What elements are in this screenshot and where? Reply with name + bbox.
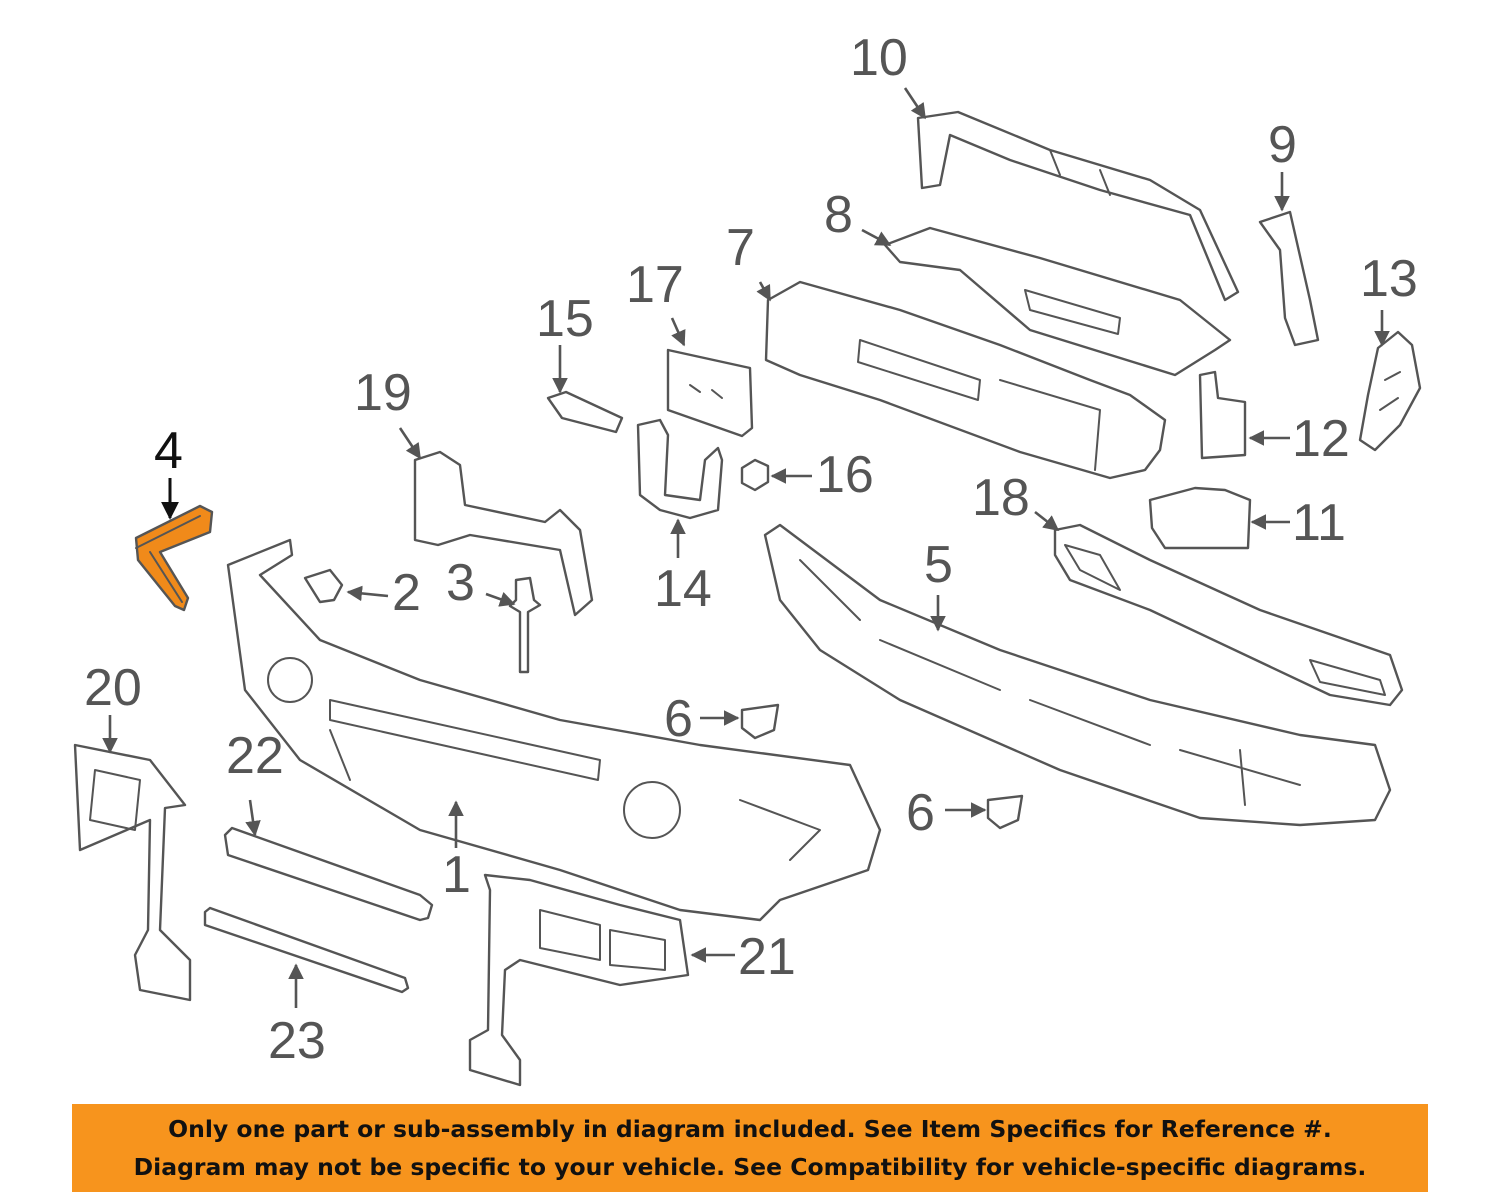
callout-21: 21	[738, 928, 796, 986]
part-9-strut	[1258, 210, 1320, 347]
part-22-strip	[223, 826, 434, 922]
part-23-strip	[203, 906, 410, 994]
callout-2: 2	[392, 564, 421, 622]
part-1-bumper-cover	[226, 538, 882, 922]
callout-7: 7	[726, 219, 755, 277]
callout-22: 22	[226, 727, 284, 785]
callout-13: 13	[1360, 250, 1418, 308]
callout-3: 3	[446, 554, 475, 612]
callout-23: 23	[268, 1012, 326, 1070]
callout-17: 17	[626, 256, 684, 314]
part-11-plate	[1148, 486, 1252, 550]
part-10-upper-bracket	[916, 110, 1240, 302]
callout-8: 8	[824, 186, 853, 244]
callout-10: 10	[850, 29, 908, 87]
callout-9: 9	[1268, 116, 1297, 174]
part-2-clip	[303, 568, 344, 604]
part-17-plate	[666, 348, 754, 438]
part-13-bracket	[1358, 330, 1422, 452]
disclaimer-banner: Only one part or sub-assembly in diagram…	[72, 1104, 1428, 1192]
part-4-highlighted-bracket	[134, 504, 214, 612]
callout-5: 5	[924, 536, 953, 594]
part-12-bracket	[1198, 370, 1247, 460]
part-21-bracket	[468, 873, 690, 1087]
part-7-impact-bar	[764, 280, 1167, 480]
callout-4: 4	[154, 422, 183, 480]
callout-19: 19	[354, 364, 412, 422]
disclaimer-line-1: Only one part or sub-assembly in diagram…	[168, 1115, 1332, 1143]
callout-15: 15	[536, 290, 594, 348]
leader-lines	[102, 87, 1390, 1008]
part-3-rivet	[508, 576, 542, 674]
part-14-tow-hook	[636, 418, 724, 520]
disclaimer-line-2: Diagram may not be specific to your vehi…	[133, 1153, 1367, 1181]
part-19-bracket	[413, 450, 594, 617]
part-16-nut	[740, 458, 770, 492]
callout-6-upper: 6	[664, 690, 693, 748]
callout-11: 11	[1292, 494, 1346, 552]
callout-14: 14	[654, 560, 712, 618]
part-20-bracket	[73, 743, 192, 1002]
callout-1: 1	[442, 846, 471, 904]
part-6-clip-upper	[740, 703, 780, 740]
part-8-mounting-plate	[883, 226, 1232, 377]
part-6-clip-lower	[986, 794, 1024, 830]
callout-20: 20	[84, 659, 142, 717]
part-18-grille	[1053, 523, 1404, 707]
callout-18: 18	[972, 469, 1030, 527]
callout-12: 12	[1292, 410, 1350, 468]
callout-6-lower: 6	[906, 784, 935, 842]
callout-16: 16	[816, 446, 874, 504]
part-15-bolt	[546, 390, 624, 434]
